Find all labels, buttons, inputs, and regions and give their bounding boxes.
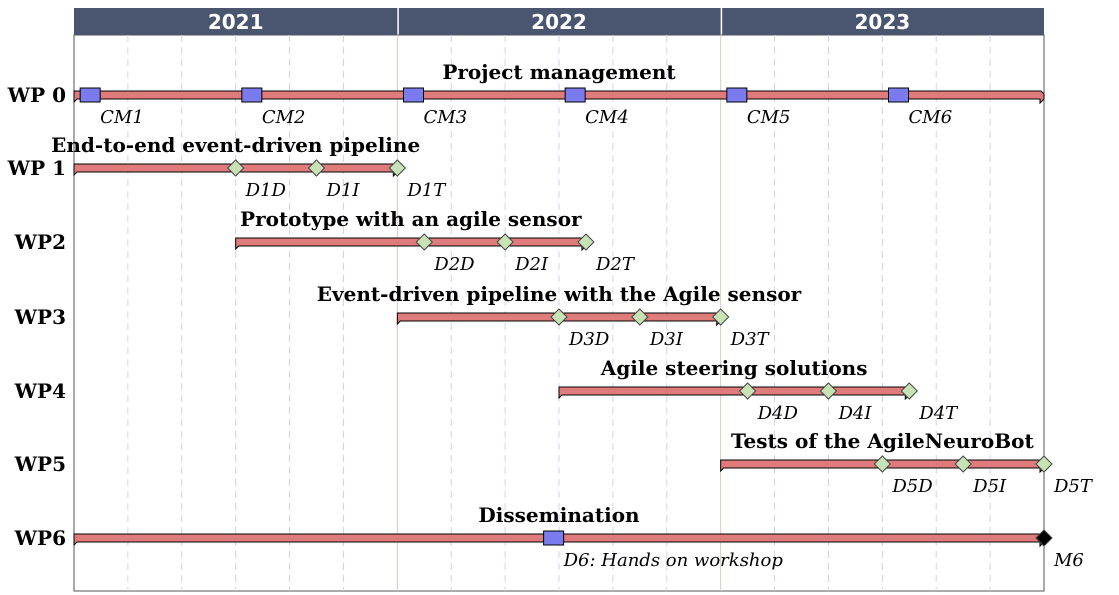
year-label: 2021 xyxy=(208,10,264,34)
milestone-label: CM4 xyxy=(585,107,629,128)
milestone-label: D1I xyxy=(326,180,361,201)
milestone-label: D2I xyxy=(514,254,549,275)
wp-title: Agile steering solutions xyxy=(600,356,868,380)
milestone-diamond-d2t xyxy=(577,233,595,251)
wp-title: Dissemination xyxy=(478,503,640,527)
wp-label: WP3 xyxy=(14,305,66,329)
milestone-label: CM2 xyxy=(262,107,306,128)
milestone-diamond-d5i xyxy=(954,455,972,473)
milestone-diamond-d2i xyxy=(496,233,514,251)
year-header: 2021 2022 2023 xyxy=(74,8,1044,35)
milestone-label: D4I xyxy=(837,403,872,424)
milestone-square-cm4 xyxy=(564,87,586,103)
year-header-cell xyxy=(722,8,1044,35)
milestone-diamond-d5t xyxy=(1035,455,1053,473)
milestone-label: D6: Hands on workshop xyxy=(563,550,784,571)
milestone-label: CM3 xyxy=(424,107,468,128)
milestone-diamond-d4d xyxy=(738,382,757,400)
milestone-label: D3T xyxy=(730,329,771,350)
milestone-square-cm6 xyxy=(888,87,909,103)
milestone-diamond-d1i xyxy=(307,159,326,177)
milestone-label: M6 xyxy=(1053,550,1084,571)
wp-bar xyxy=(73,90,1045,105)
milestone-label: D5T xyxy=(1053,476,1094,497)
milestone-diamond-d3d xyxy=(550,308,568,326)
milestone-diamond-d1t xyxy=(388,159,407,177)
milestone-label: D2T xyxy=(595,254,636,275)
milestone-label: D2D xyxy=(433,254,475,275)
milestone-label: D5D xyxy=(891,476,933,497)
wp-label: WP5 xyxy=(14,452,66,476)
milestone-label: CM5 xyxy=(747,107,791,128)
milestone-diamond-m6 xyxy=(1035,529,1053,547)
milestone-label: D1D xyxy=(245,180,287,201)
year-label: 2023 xyxy=(854,10,910,34)
milestone-diamond-d3i xyxy=(631,308,649,326)
milestone-square-cm5 xyxy=(726,87,748,103)
wp-label: WP4 xyxy=(14,379,67,403)
milestone-diamond-d4i xyxy=(819,382,838,400)
year-header-cell xyxy=(74,8,398,35)
year-header-cell xyxy=(398,8,721,35)
milestone-diamond-d5d xyxy=(873,455,892,473)
wp-title: Event-driven pipeline with the Agile sen… xyxy=(317,282,802,306)
milestone-label: D4T xyxy=(918,403,959,424)
milestone-label: CM1 xyxy=(100,107,144,128)
milestone-label: D4D xyxy=(757,403,799,424)
work-package-wp3: WP3 Event-driven pipeline with the Agile … xyxy=(14,282,802,350)
wp-label: WP6 xyxy=(14,526,66,550)
milestone-label: D5I xyxy=(972,476,1007,497)
milestone-diamond-d3t xyxy=(711,308,730,326)
year-label: 2022 xyxy=(531,10,587,34)
milestone-square-cm1 xyxy=(79,87,101,103)
wp-label: WP 0 xyxy=(7,83,66,107)
wp-title: Tests of the AgileNeuroBot xyxy=(731,429,1034,453)
milestone-diamond-d2d xyxy=(415,233,433,251)
milestone-label: D3I xyxy=(649,329,684,350)
wp-title: Project management xyxy=(442,60,676,84)
milestone-label: D3D xyxy=(568,329,610,350)
wp-title: Prototype with an agile sensor xyxy=(240,207,582,231)
milestone-label: CM6 xyxy=(909,107,953,128)
milestone-label: D1T xyxy=(406,180,447,201)
wp-label: WP 1 xyxy=(7,156,66,180)
milestone-diamond-d1d xyxy=(226,159,245,177)
milestone-diamond-d4t xyxy=(900,382,918,400)
wp-label: WP2 xyxy=(14,230,66,254)
wp-title: End-to-end event-driven pipeline xyxy=(51,133,420,157)
milestone-square-cm2 xyxy=(241,87,263,103)
milestone-square-d6-hands-on-workshop xyxy=(543,530,565,546)
milestone-square-cm3 xyxy=(403,87,424,103)
